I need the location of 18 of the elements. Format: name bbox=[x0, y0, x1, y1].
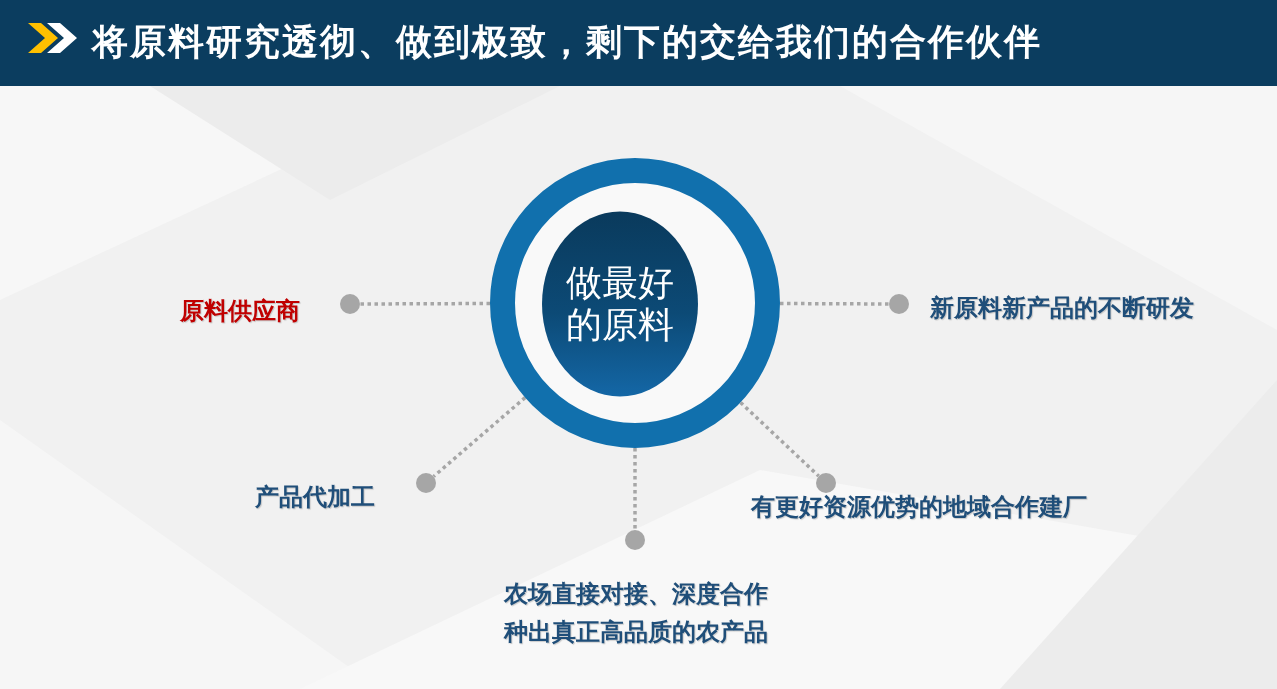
item-label: 新原料新产品的不断研发 bbox=[930, 294, 1194, 323]
dotted-connector bbox=[780, 301, 889, 306]
dotted-connector bbox=[432, 396, 527, 478]
item-label: 农场直接对接、深度合作种出真正高品质的农产品 bbox=[502, 579, 769, 648]
item-label: 有更好资源优势的地域合作建厂 bbox=[751, 493, 1087, 522]
item-label: 产品代加工 bbox=[255, 483, 375, 512]
hub-label: 做最好的原料 bbox=[565, 262, 676, 346]
dot-marker-icon bbox=[416, 473, 436, 493]
dot-marker-icon bbox=[340, 294, 360, 314]
dot-marker-icon bbox=[889, 294, 909, 314]
dotted-connector bbox=[739, 401, 820, 478]
slide-title: 将原料研究透彻、做到极致，剩下的交给我们的合作伙伴 bbox=[92, 20, 1042, 64]
dotted-connector bbox=[633, 448, 637, 530]
hub-circle bbox=[490, 158, 780, 448]
dot-marker-icon bbox=[625, 530, 645, 550]
dotted-connector bbox=[360, 301, 490, 306]
dot-marker-icon bbox=[816, 473, 836, 493]
item-label: 原料供应商 bbox=[180, 297, 300, 326]
